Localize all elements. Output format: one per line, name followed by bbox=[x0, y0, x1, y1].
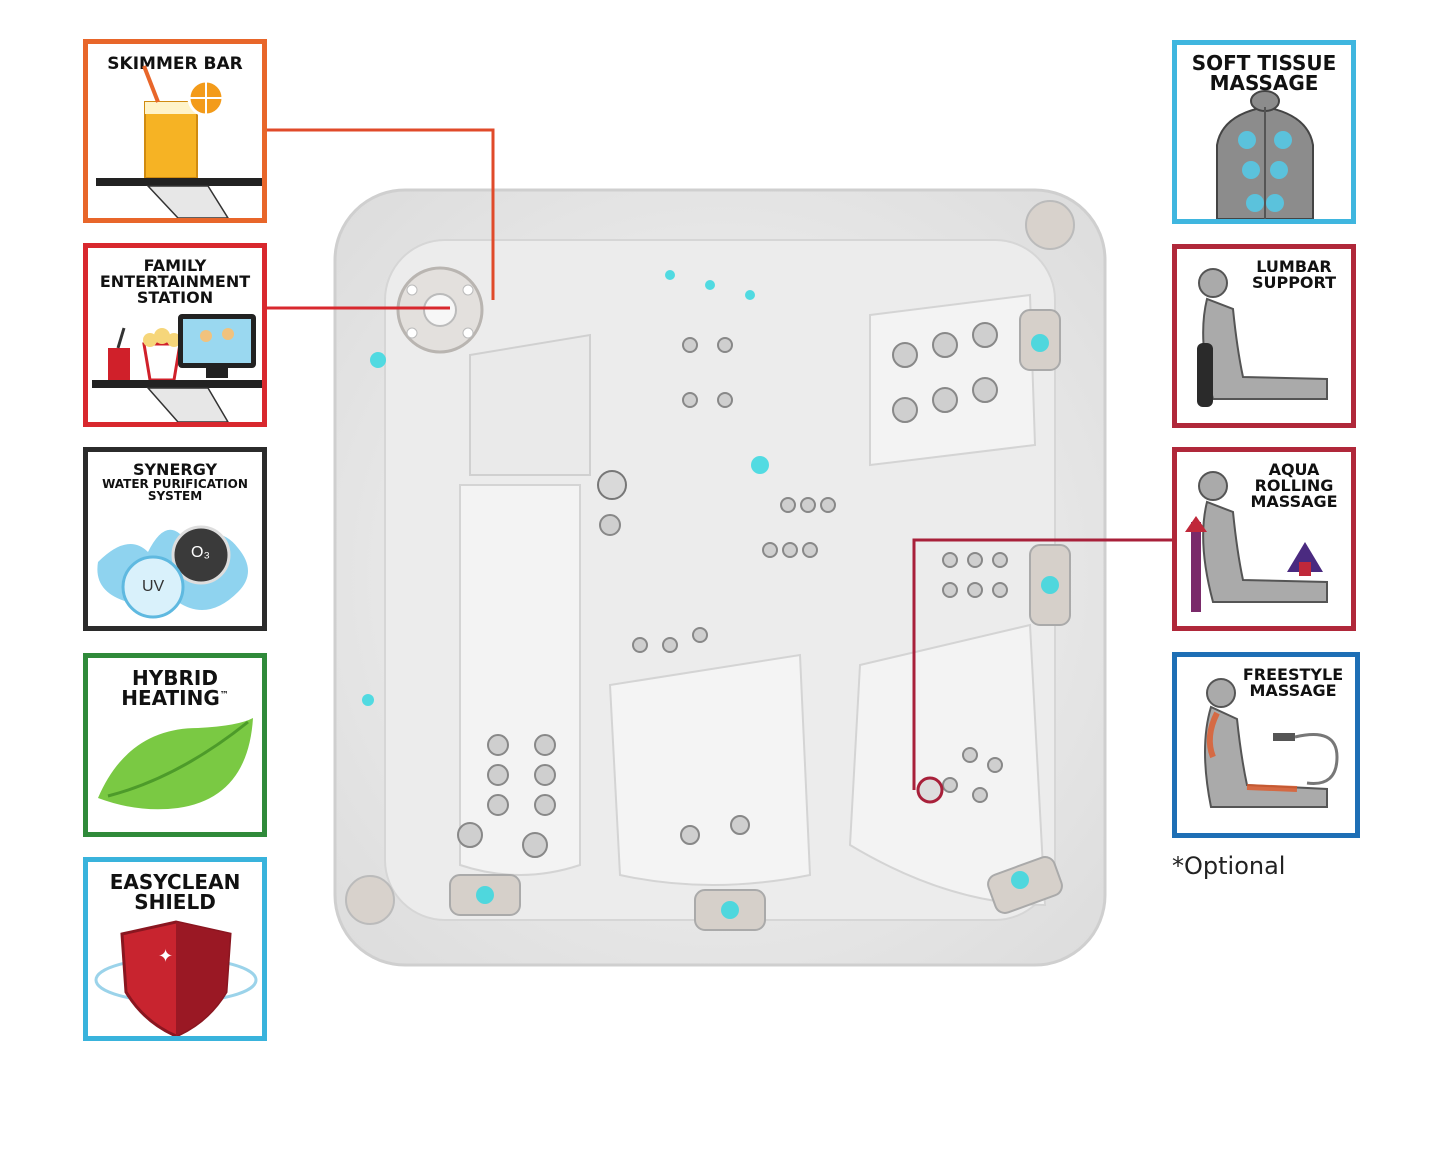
svg-text:✦: ✦ bbox=[158, 946, 173, 967]
rolling-massage-jet-icon bbox=[916, 776, 944, 804]
feature-title: HYBRID HEATING™ bbox=[121, 666, 229, 710]
o3-bubble-label: O₃ bbox=[191, 544, 210, 561]
feature-card-soft-tissue-massage: SOFT TISSUE MASSAGE bbox=[1172, 40, 1356, 224]
feature-title: SYNERGY WATER PURIFICATION SYSTEM bbox=[102, 460, 248, 503]
feature-title: EASYCLEAN SHIELD bbox=[109, 870, 241, 914]
feature-title: SOFT TISSUE MASSAGE bbox=[1191, 51, 1337, 95]
rolling-massage-icon bbox=[1185, 471, 1328, 612]
feature-card-hybrid-heating: HYBRID HEATING™ bbox=[83, 653, 267, 837]
feature-card-freestyle-massage: FREESTYLE MASSAGE bbox=[1172, 652, 1360, 838]
lumbar-seat-icon bbox=[1197, 268, 1328, 407]
shield-icon: ✦ bbox=[94, 920, 258, 1036]
purification-icon bbox=[97, 525, 248, 619]
drink-tray-icon bbox=[96, 65, 262, 218]
feature-title: LUMBAR SUPPORT bbox=[1251, 257, 1337, 292]
feature-card-synergy: SYNERGY WATER PURIFICATION SYSTEM O₃ UV bbox=[83, 447, 267, 631]
leaf-icon bbox=[98, 718, 253, 810]
feature-title: FREESTYLE MASSAGE bbox=[1242, 665, 1344, 700]
feature-card-lumbar-support: LUMBAR SUPPORT bbox=[1172, 244, 1356, 428]
optional-note: *Optional bbox=[1172, 852, 1286, 880]
feature-title: AQUA ROLLING MASSAGE bbox=[1250, 460, 1338, 511]
hot-tub-top-view bbox=[333, 188, 1107, 967]
feature-card-aqua-rolling-massage: AQUA ROLLING MASSAGE bbox=[1172, 447, 1356, 631]
feature-card-easyclean-shield: EASYCLEAN SHIELD ✦ bbox=[83, 857, 267, 1041]
uv-bubble-label: UV bbox=[142, 578, 165, 595]
handheld-massage-icon bbox=[1204, 678, 1339, 808]
feature-card-family-entertainment: FAMILY ENTERTAINMENT STATION bbox=[83, 243, 267, 427]
back-massage-icon bbox=[1216, 90, 1314, 219]
corner-cupholder-icon bbox=[345, 875, 395, 925]
feature-title: SKIMMER BAR bbox=[107, 54, 243, 74]
entertainment-tray-icon bbox=[92, 314, 262, 422]
feature-title: FAMILY ENTERTAINMENT STATION bbox=[99, 256, 251, 307]
feature-card-skimmer-bar: SKIMMER BAR bbox=[83, 39, 267, 223]
corner-cupholder-icon bbox=[1025, 200, 1075, 250]
